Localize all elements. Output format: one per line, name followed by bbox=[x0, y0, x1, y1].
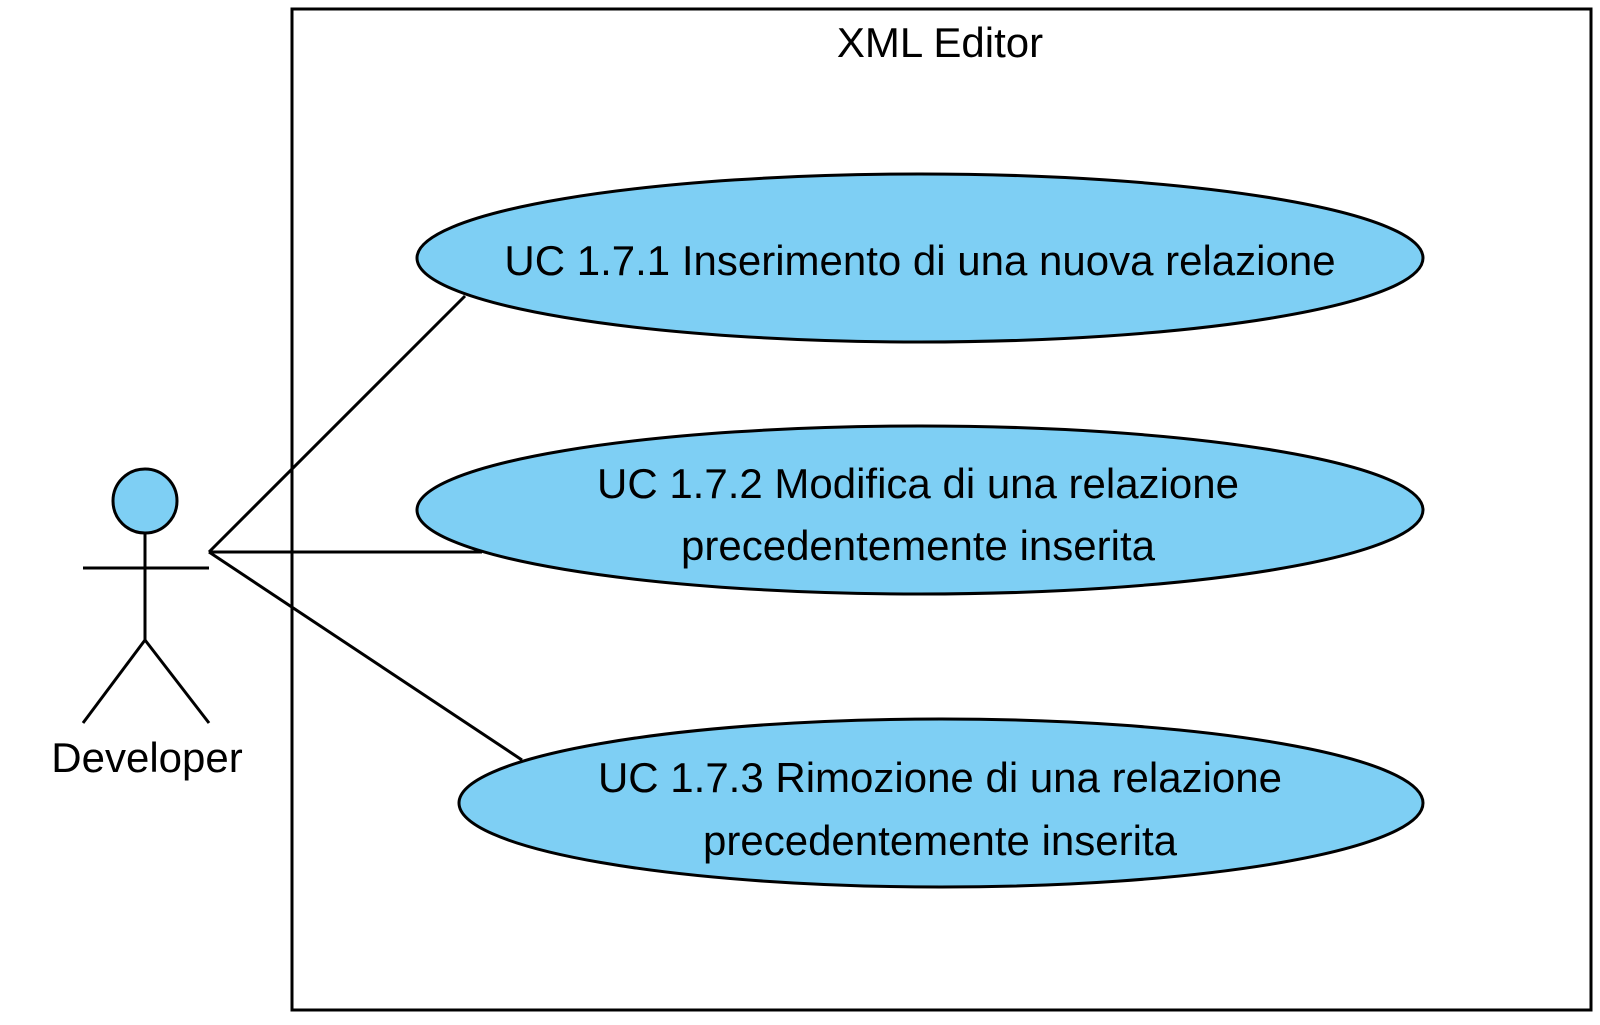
use-case-ellipse bbox=[457, 717, 1425, 889]
use-case-1-7-3[interactable]: UC 1.7.3 Rimozione di una relazione prec… bbox=[457, 717, 1425, 889]
actor-right-leg bbox=[143, 639, 211, 724]
use-case-label-line-1: UC 1.7.2 Modifica di una relazione bbox=[597, 460, 1239, 507]
use-case-label-line-1: UC 1.7.3 Rimozione di una relazione bbox=[598, 754, 1282, 801]
use-case-ellipse bbox=[415, 172, 1425, 344]
use-case-label: UC 1.7.1 Inserimento di una nuova relazi… bbox=[504, 237, 1335, 284]
association-line-uc-1-7-3 bbox=[208, 550, 523, 762]
actor-head-icon bbox=[111, 467, 179, 535]
association-line-uc-1-7-1 bbox=[207, 294, 467, 554]
actor-label: Developer bbox=[51, 734, 242, 781]
use-case-label-line-2: precedentemente inserita bbox=[681, 522, 1156, 569]
use-case-1-7-2[interactable]: UC 1.7.2 Modifica di una relazione prece… bbox=[415, 424, 1425, 596]
actor-developer[interactable]: Developer bbox=[51, 467, 243, 781]
system-boundary bbox=[290, 7, 1593, 1012]
use-case-1-7-1[interactable]: UC 1.7.1 Inserimento di una nuova relazi… bbox=[415, 172, 1425, 344]
use-case-ellipse bbox=[415, 424, 1425, 596]
system-title: XML Editor bbox=[837, 19, 1043, 66]
actor-left-leg bbox=[81, 639, 147, 724]
use-case-label-line-2: precedentemente inserita bbox=[703, 817, 1178, 864]
